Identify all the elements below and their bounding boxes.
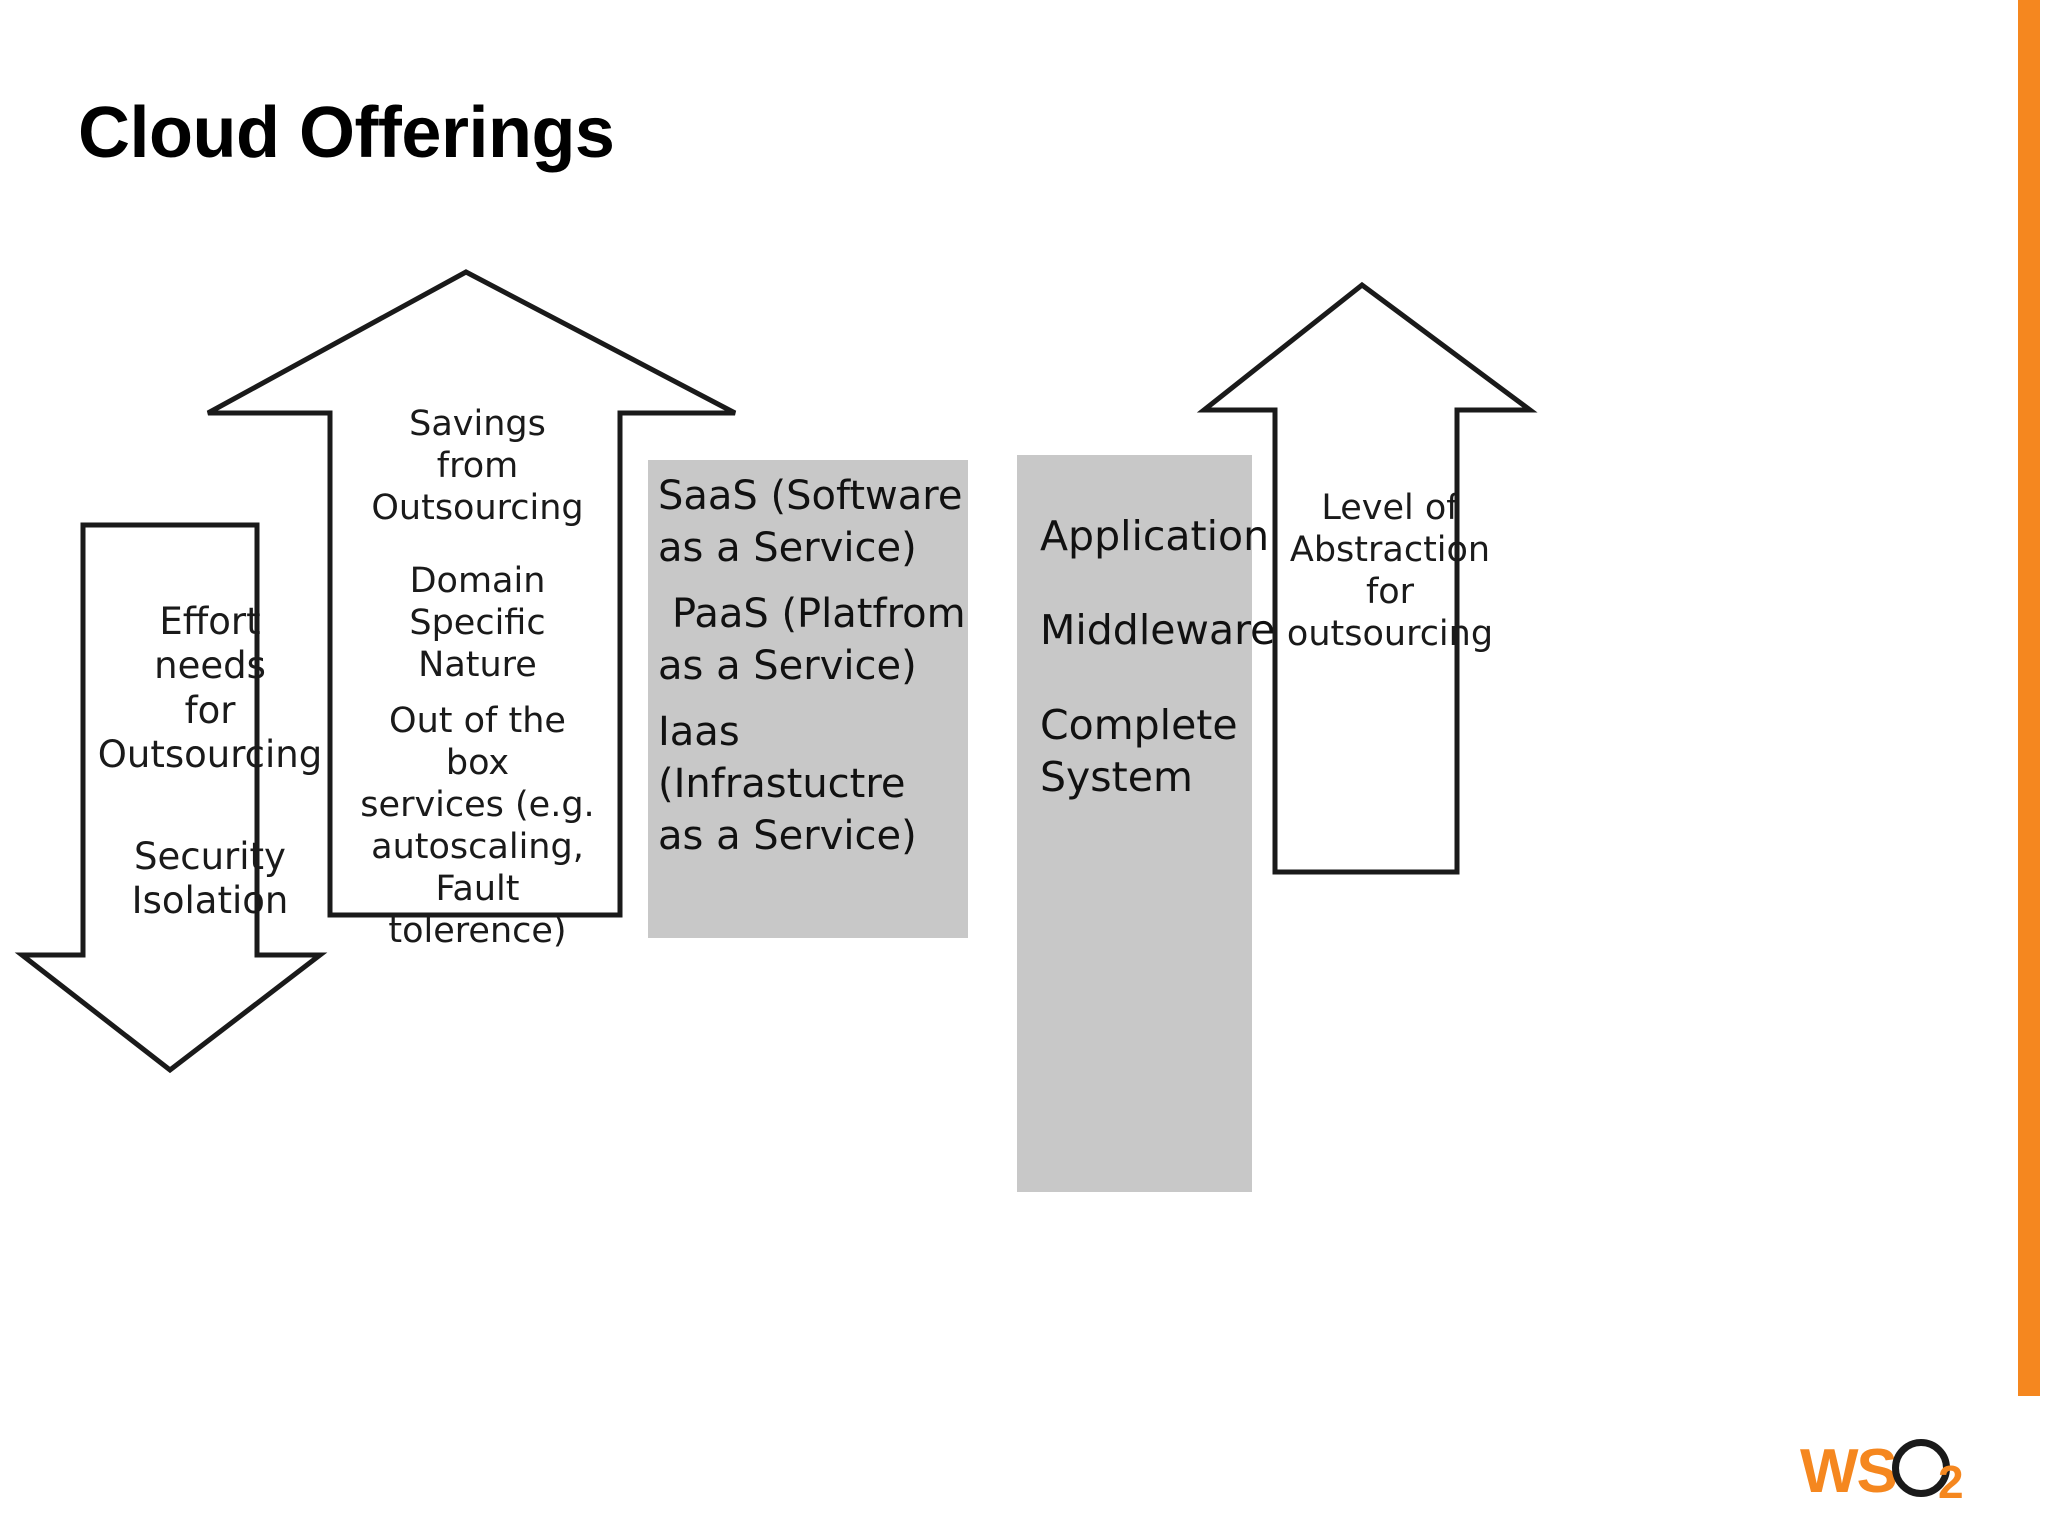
savings-from-outsourcing-label: Savings from Outsourcing [371, 404, 584, 528]
logo-ring-icon [1892, 1439, 1950, 1497]
layers-box [1017, 455, 1252, 1192]
domain-specific-nature-label: Domain Specific Nature [409, 561, 546, 685]
services-box [648, 460, 968, 938]
cloud-offerings-diagram: Effort needs for Outsourcing Security Is… [0, 255, 2000, 1192]
security-isolation-label: Security Isolation [131, 835, 289, 923]
spacer [1040, 657, 1255, 699]
effort-needs-label: Effort needs for Outsourcing [97, 600, 323, 777]
iaas-line-2: as a Service) [658, 813, 917, 859]
layer-middleware: Middleware [1040, 606, 1276, 655]
logo-wordmark: WS [1800, 1437, 1898, 1506]
layers-box-text: Application Middleware Complete System [1040, 510, 1276, 804]
accent-bar [2018, 0, 2040, 1396]
paas-line-1: PaaS (Platfrom [672, 591, 966, 637]
spacer [658, 692, 970, 706]
logo-suffix: 2 [1938, 1456, 1964, 1508]
up-arrow-right-shape [1196, 281, 1538, 875]
level-of-abstraction-label: Level of Abstraction for outsourcing [1286, 488, 1494, 654]
down-arrow-shape [14, 522, 328, 1074]
up-arrow-left-shape [206, 269, 737, 918]
layer-system: System [1040, 753, 1193, 802]
arrow-outlines [14, 269, 1538, 1074]
services-box-text: SaaS (Software as a Service) PaaS (Platf… [658, 470, 970, 862]
layer-complete: Complete [1040, 700, 1238, 749]
page-title: Cloud Offerings [78, 93, 615, 174]
saas-line-2: as a Service) [658, 525, 917, 571]
spacer [1040, 562, 1255, 604]
wso2-logo: WS 2 [1800, 1435, 1990, 1515]
paas-line-2: as a Service) [658, 643, 917, 689]
layer-application: Application [1040, 512, 1270, 560]
saas-line-1: SaaS (Software [658, 473, 963, 519]
iaas-line-1: Iaas (Infrastuctre [658, 709, 906, 807]
out-of-the-box-services-label: Out of the box services (e.g. autoscalin… [360, 701, 595, 951]
spacer [658, 574, 970, 588]
